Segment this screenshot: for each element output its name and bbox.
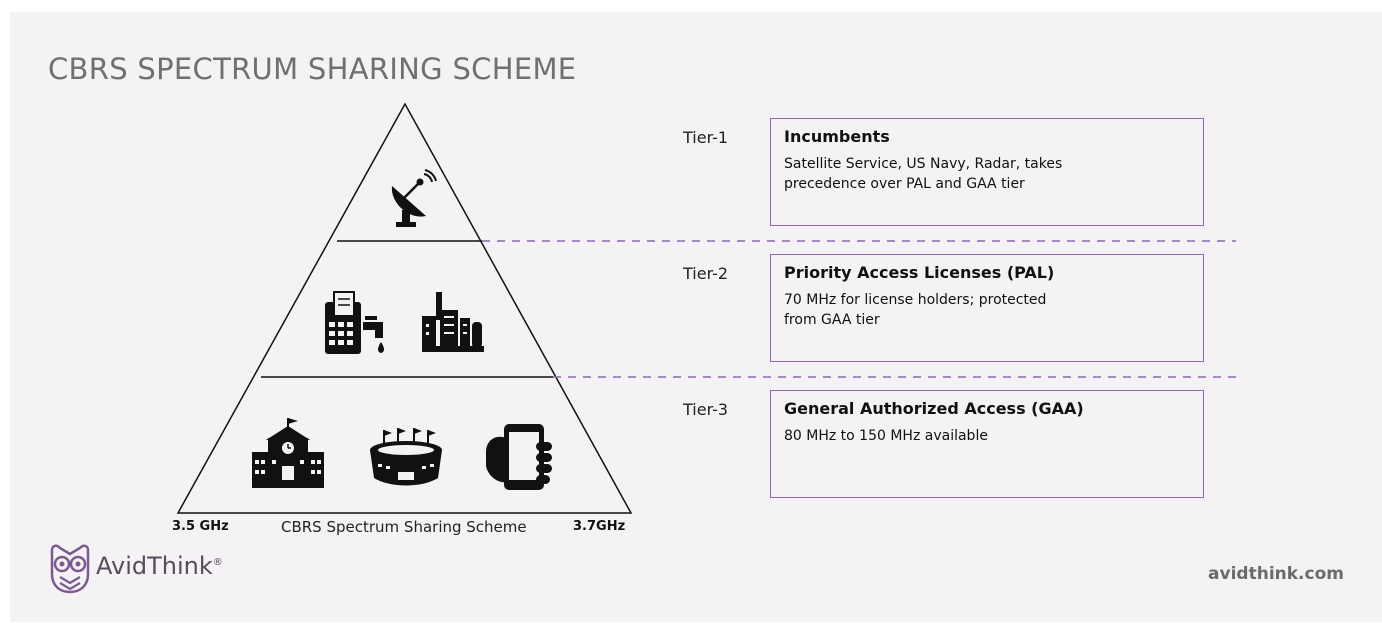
- tier-1-label: Tier-1: [683, 128, 729, 147]
- satellite-dish-icon: [391, 169, 437, 227]
- stadium-icon: [370, 428, 442, 486]
- tier-3-label: Tier-3: [683, 400, 729, 419]
- tier-1-title: Incumbents: [784, 127, 890, 146]
- avidthink-owl-icon: [50, 544, 90, 594]
- pyramid-outline: [176, 102, 633, 514]
- brand-name: AvidThink: [96, 552, 213, 580]
- tier-2-box: Priority Access Licenses (PAL) 70 MHz fo…: [770, 254, 1204, 362]
- canvas-background: [10, 12, 1382, 622]
- tier-2-title: Priority Access Licenses (PAL): [784, 263, 1055, 282]
- brand-logo-text: AvidThink®: [96, 552, 223, 580]
- tier-1-box: Incumbents Satellite Service, US Navy, R…: [770, 118, 1204, 226]
- smartphone-icon: [486, 424, 552, 490]
- tier-2-description: 70 MHz for license holders; protected fr…: [784, 292, 1047, 328]
- tier-3-title: General Authorized Access (GAA): [784, 399, 1084, 418]
- frequency-high-label: 3.7GHz: [573, 519, 626, 534]
- tier-2-label: Tier-2: [683, 264, 729, 283]
- website-url[interactable]: avidthink.com: [1208, 564, 1344, 584]
- tier-1-description: Satellite Service, US Navy, Radar, takes…: [784, 156, 1063, 192]
- pyramid-caption: CBRS Spectrum Sharing Scheme: [281, 518, 527, 536]
- page-title: CBRS SPECTRUM SHARING SCHEME: [48, 52, 577, 86]
- registered-mark: ®: [212, 557, 223, 568]
- utility-bill-icon: [325, 291, 384, 354]
- tier-3-description: 80 MHz to 150 MHz available: [784, 428, 988, 444]
- tier-3-box: General Authorized Access (GAA) 80 MHz t…: [770, 390, 1204, 498]
- school-icon: [252, 418, 324, 488]
- frequency-low-label: 3.5 GHz: [172, 519, 229, 534]
- industrial-plant-icon: [422, 292, 484, 352]
